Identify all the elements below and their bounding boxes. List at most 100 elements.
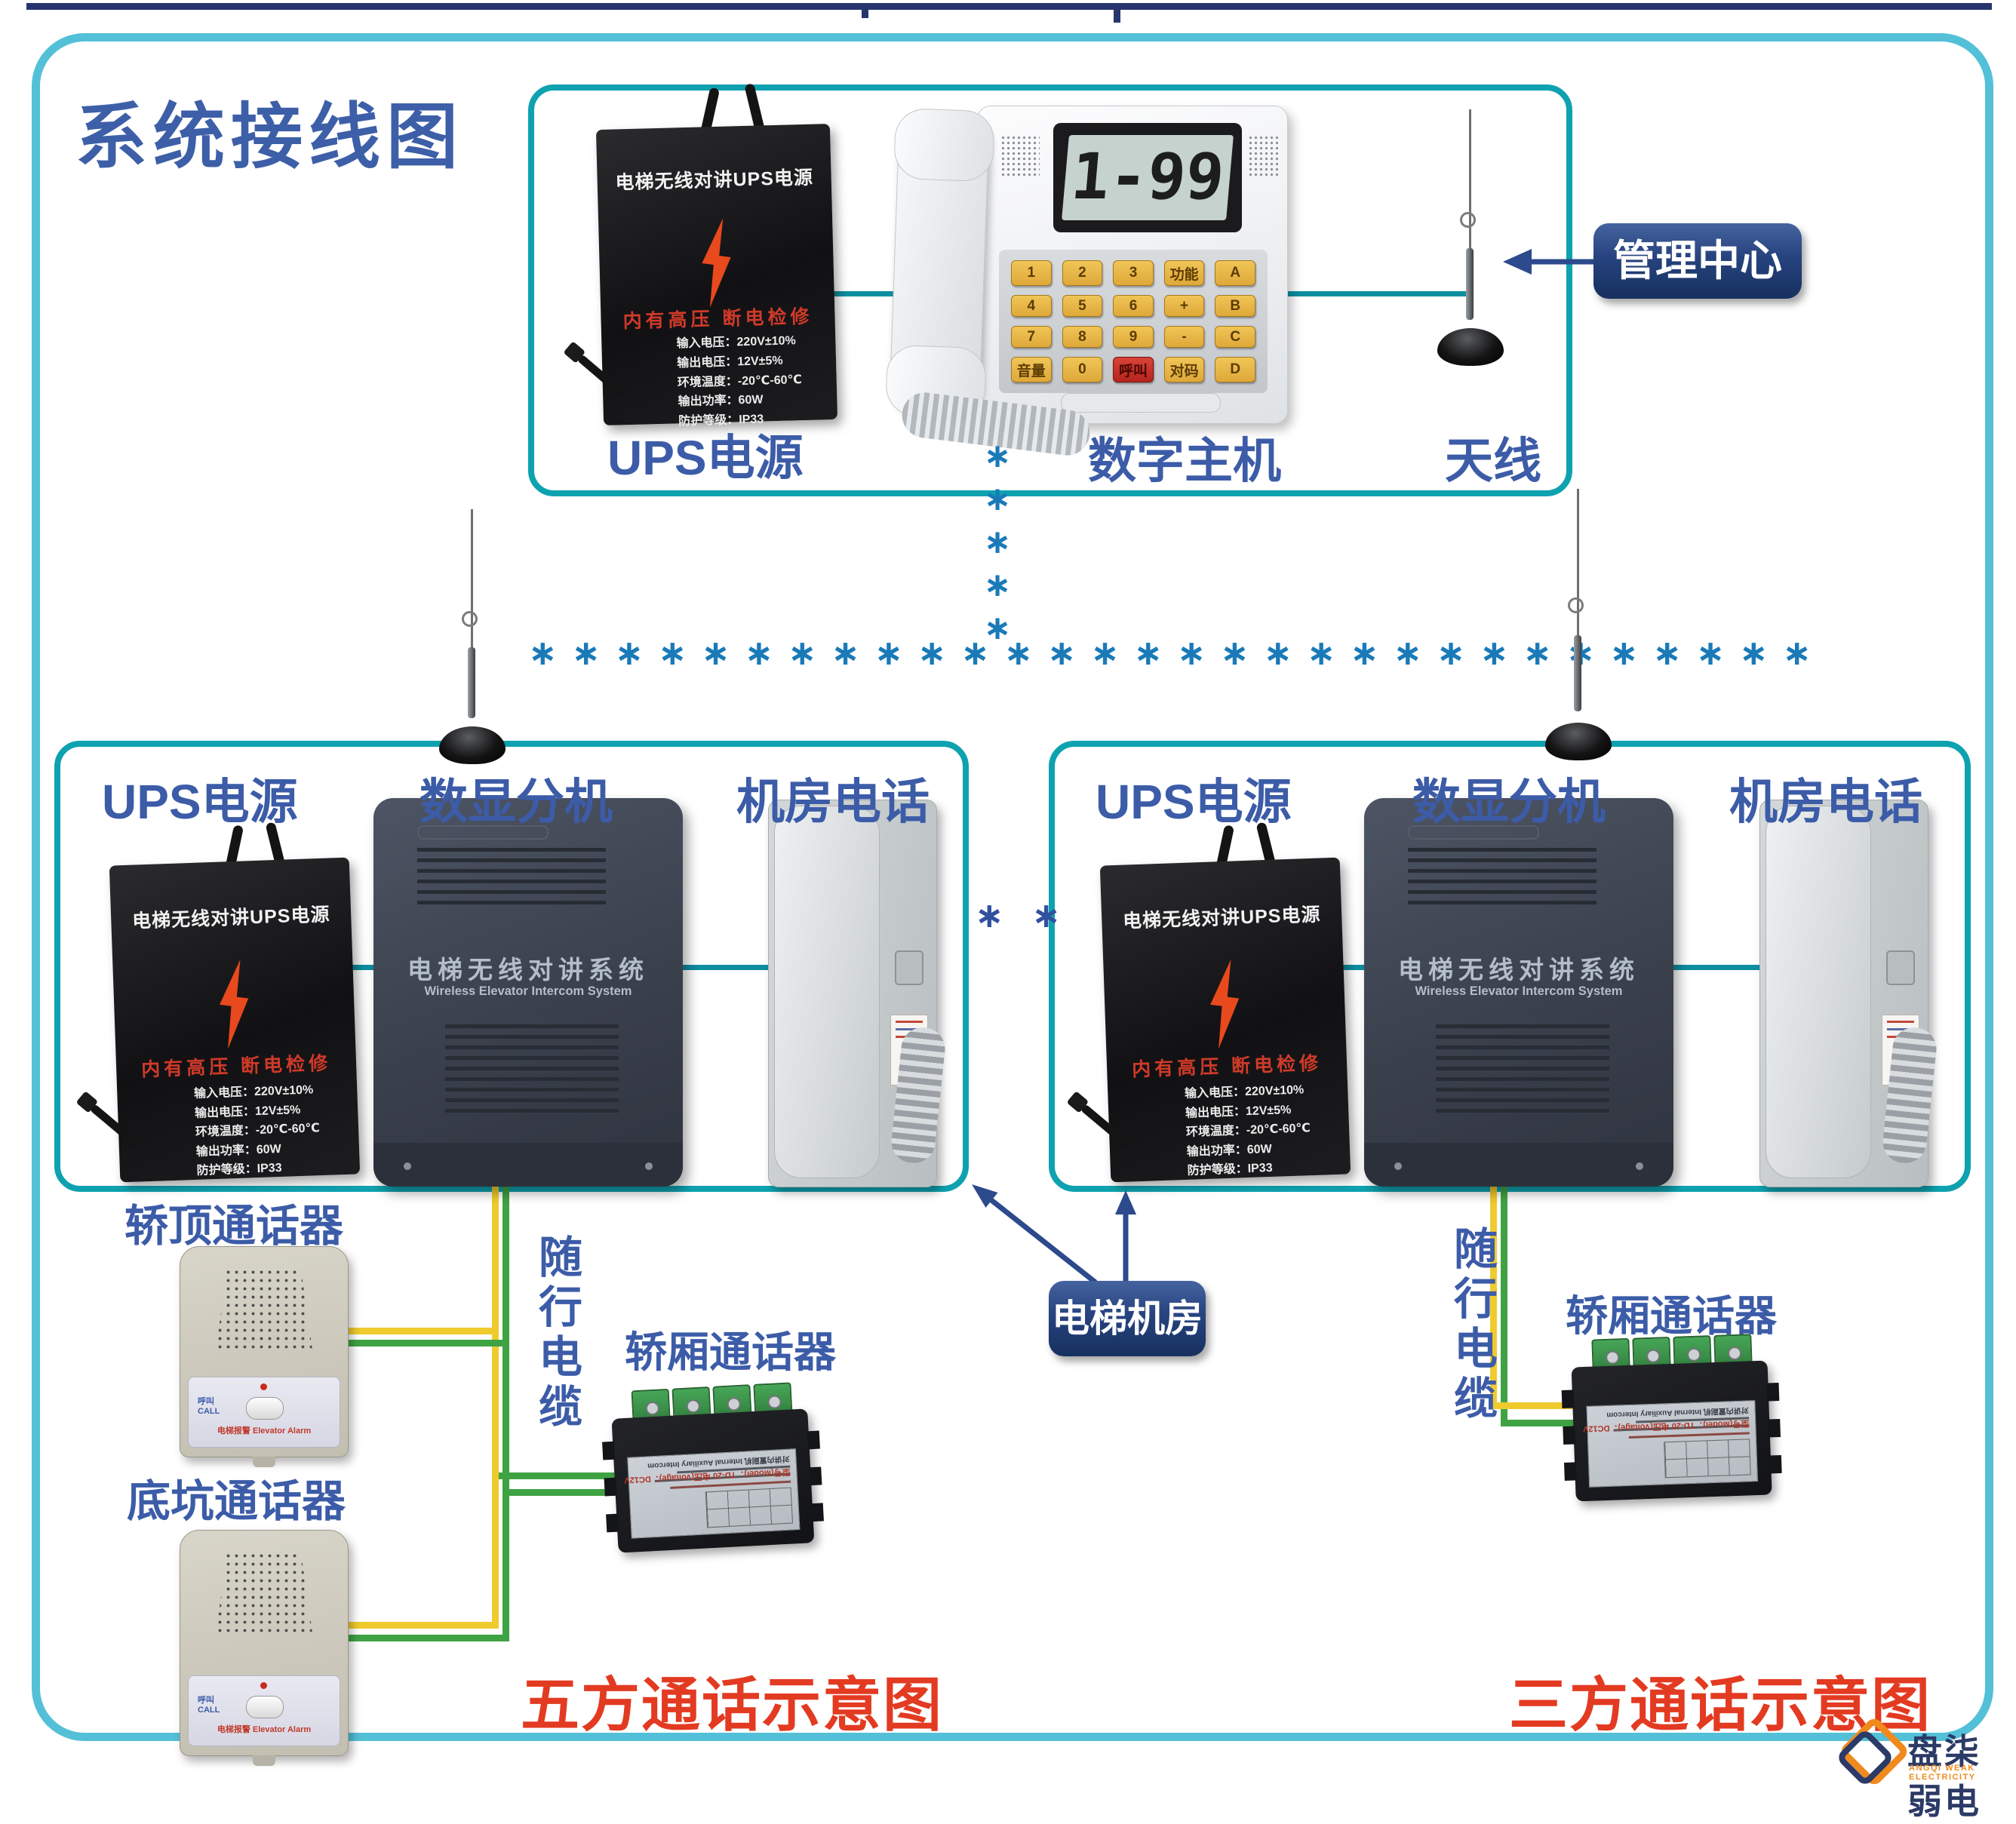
mount-tab-icon <box>604 1477 617 1497</box>
key-1: 1 <box>1011 260 1052 286</box>
alarm-text: 电梯报警 Elevator Alarm <box>217 1426 312 1436</box>
call-text: 呼叫 CALL <box>198 1397 220 1417</box>
ups-device-left: 电梯无线对讲UPS电源 内有高压 断电检修 输入电压：220V±10% 输出电压… <box>89 821 361 1183</box>
label-pit: 底坑通话器 <box>127 1477 346 1526</box>
travel-cable-green-right <box>1501 1168 1507 1426</box>
management-center-box <box>528 84 1572 496</box>
call-en: CALL <box>198 1407 220 1416</box>
ups-device-top: 电梯无线对讲UPS电源 内有高压 断电检修 输入电压：220V±10% 输出电压… <box>576 83 838 428</box>
ups-specs: 输入电压：220V±10% 输出电压：12V±5% 环境温度：-20℃-60℃ … <box>676 332 803 431</box>
signal-pair-icon: ∗ ∗ <box>975 895 1070 935</box>
speaker-grille-icon <box>216 1268 312 1350</box>
mount-tab-icon <box>606 1513 619 1533</box>
top-border-nub-left <box>862 3 868 18</box>
key-9: 9 <box>1113 326 1154 348</box>
lcd-frame: 1-99 <box>1053 123 1242 232</box>
antenna-top <box>1430 109 1513 366</box>
ups-warning-text: 内有高压 断电检修 <box>622 306 813 333</box>
ups-title-text: 电梯无线对讲UPS电源 <box>131 904 330 932</box>
wallphone-handset <box>774 806 880 1178</box>
antenna-whip <box>1577 489 1579 638</box>
intercom-base <box>373 1143 683 1187</box>
label-antenna: 天线 <box>1445 434 1541 488</box>
room-phone-right <box>1759 800 1939 1187</box>
ups-title-text: 电梯无线对讲UPS电源 <box>1122 904 1321 932</box>
signal-column-icon: ∗ ∗ ∗ ∗ ∗ <box>981 435 1014 649</box>
antenna-whip <box>471 509 473 649</box>
label-ups-right: UPS电源 <box>1096 775 1292 829</box>
led-icon <box>260 1383 267 1390</box>
alarm-text: 电梯报警 Elevator Alarm <box>217 1725 312 1734</box>
key-7: 7 <box>1011 326 1052 348</box>
key-volume: 音量 <box>1011 357 1052 382</box>
mount-tab-icon <box>1766 1382 1780 1402</box>
phone-slot <box>1061 393 1221 413</box>
five-party-box <box>54 741 969 1192</box>
td20-wiring-table <box>1664 1439 1751 1479</box>
machine-room-badge: 电梯机房 <box>1049 1281 1206 1356</box>
label-cabin-right: 轿厢通话器 <box>1566 1292 1777 1340</box>
ups-body: 电梯无线对讲UPS电源 内有高压 断电检修 输入电压：220V±10% 输出电压… <box>595 124 838 428</box>
intercom-extension-left: 电梯无线对讲系统 Wireless Elevator Intercom Syst… <box>373 798 683 1187</box>
td20-plate: 型号(Model)：TD-20 电压(Voltage)：DC12V 对讲内置副机… <box>624 1448 801 1539</box>
callbox-tab <box>253 1755 275 1766</box>
antenna-rod <box>468 646 475 719</box>
callbox-body: 呼叫 CALL 电梯报警 Elevator Alarm <box>180 1530 349 1766</box>
mount-tab-icon <box>807 1430 820 1450</box>
cartop-intercom-device: 呼叫 CALL 电梯报警 Elevator Alarm <box>180 1246 349 1467</box>
vent-lines-icon <box>417 848 606 908</box>
label-digital-host: 数字主机 <box>1088 434 1281 488</box>
intercom-slot <box>417 825 549 840</box>
asterisk: ∗ <box>983 481 1012 517</box>
call-text: 呼叫 CALL <box>198 1696 220 1715</box>
td20-plate-inner: 型号(Model)：TD-20 电压(Voltage)：DC12V 对讲内置副机… <box>624 1449 799 1537</box>
td20-wiring-table <box>705 1487 794 1528</box>
label-extension-right: 数显分机 <box>1412 775 1606 829</box>
td20-body: 型号(Model)：TD-20 电压(Voltage)：DC12V 对讲内置副机… <box>1561 1360 1782 1502</box>
key-plus: + <box>1163 295 1205 317</box>
intercom-base <box>1364 1143 1673 1187</box>
speaker-grille-icon <box>216 1552 312 1633</box>
ups-warning-text: 内有高压 断电检修 <box>140 1052 332 1081</box>
antenna-rod <box>1574 635 1581 712</box>
key-0: 0 <box>1062 357 1103 382</box>
antenna-loop <box>462 611 478 628</box>
cartop-wire-yellow <box>333 1328 499 1334</box>
call-button <box>246 1397 284 1420</box>
callbox-body: 呼叫 CALL 电梯报警 Elevator Alarm <box>180 1246 349 1467</box>
travel-cable-yellow-right <box>1490 1168 1497 1409</box>
phone-keypad: 1 2 3 功能 A 4 5 6 + B 7 8 9 - C 音量 0 呼叫 对… <box>999 250 1268 393</box>
key-B: B <box>1215 295 1255 317</box>
mount-tab-icon <box>1564 1462 1577 1481</box>
key-4: 4 <box>1011 295 1052 317</box>
room-phone-left <box>768 800 948 1187</box>
wire-host-to-antenna <box>1283 291 1470 296</box>
intercom-title-cn: 电梯无线对讲系统 <box>1398 955 1640 984</box>
label-cartop: 轿顶通话器 <box>124 1202 344 1251</box>
key-2: 2 <box>1062 260 1103 286</box>
antenna-left <box>432 509 515 764</box>
label-roomphone-left: 机房电话 <box>736 775 930 829</box>
outer-frame <box>32 33 1993 1741</box>
antenna-loop <box>1460 212 1476 228</box>
pit-intercom-device: 呼叫 CALL 电梯报警 Elevator Alarm <box>180 1530 349 1766</box>
intercom-body: 电梯无线对讲系统 Wireless Elevator Intercom Syst… <box>1364 798 1673 1187</box>
screw-icon <box>404 1162 411 1170</box>
mount-tab-icon <box>1561 1389 1575 1409</box>
page-title: 系统接线图 <box>75 97 465 177</box>
call-cn: 呼叫 <box>198 1696 214 1705</box>
pit-wire-green <box>336 1635 509 1641</box>
wallphone-handset <box>1766 806 1871 1178</box>
label-roomphone-right: 机房电话 <box>1729 775 1922 829</box>
key-C: C <box>1215 326 1255 348</box>
ups-body: 电梯无线对讲UPS电源 内有高压 断电检修 输入电压：220V±10% 输出电压… <box>109 857 361 1183</box>
cabin-wire-green-right <box>1501 1420 1577 1426</box>
screw-icon <box>645 1162 653 1170</box>
pit-wire-yellow <box>336 1622 499 1629</box>
call-cn: 呼叫 <box>198 1397 214 1406</box>
key-8: 8 <box>1062 326 1103 348</box>
asterisk: ∗ <box>983 610 1012 646</box>
led-icon <box>260 1682 267 1689</box>
management-center-badge: 管理中心 <box>1593 223 1802 299</box>
cabin-wire-green-2 <box>509 1489 618 1496</box>
